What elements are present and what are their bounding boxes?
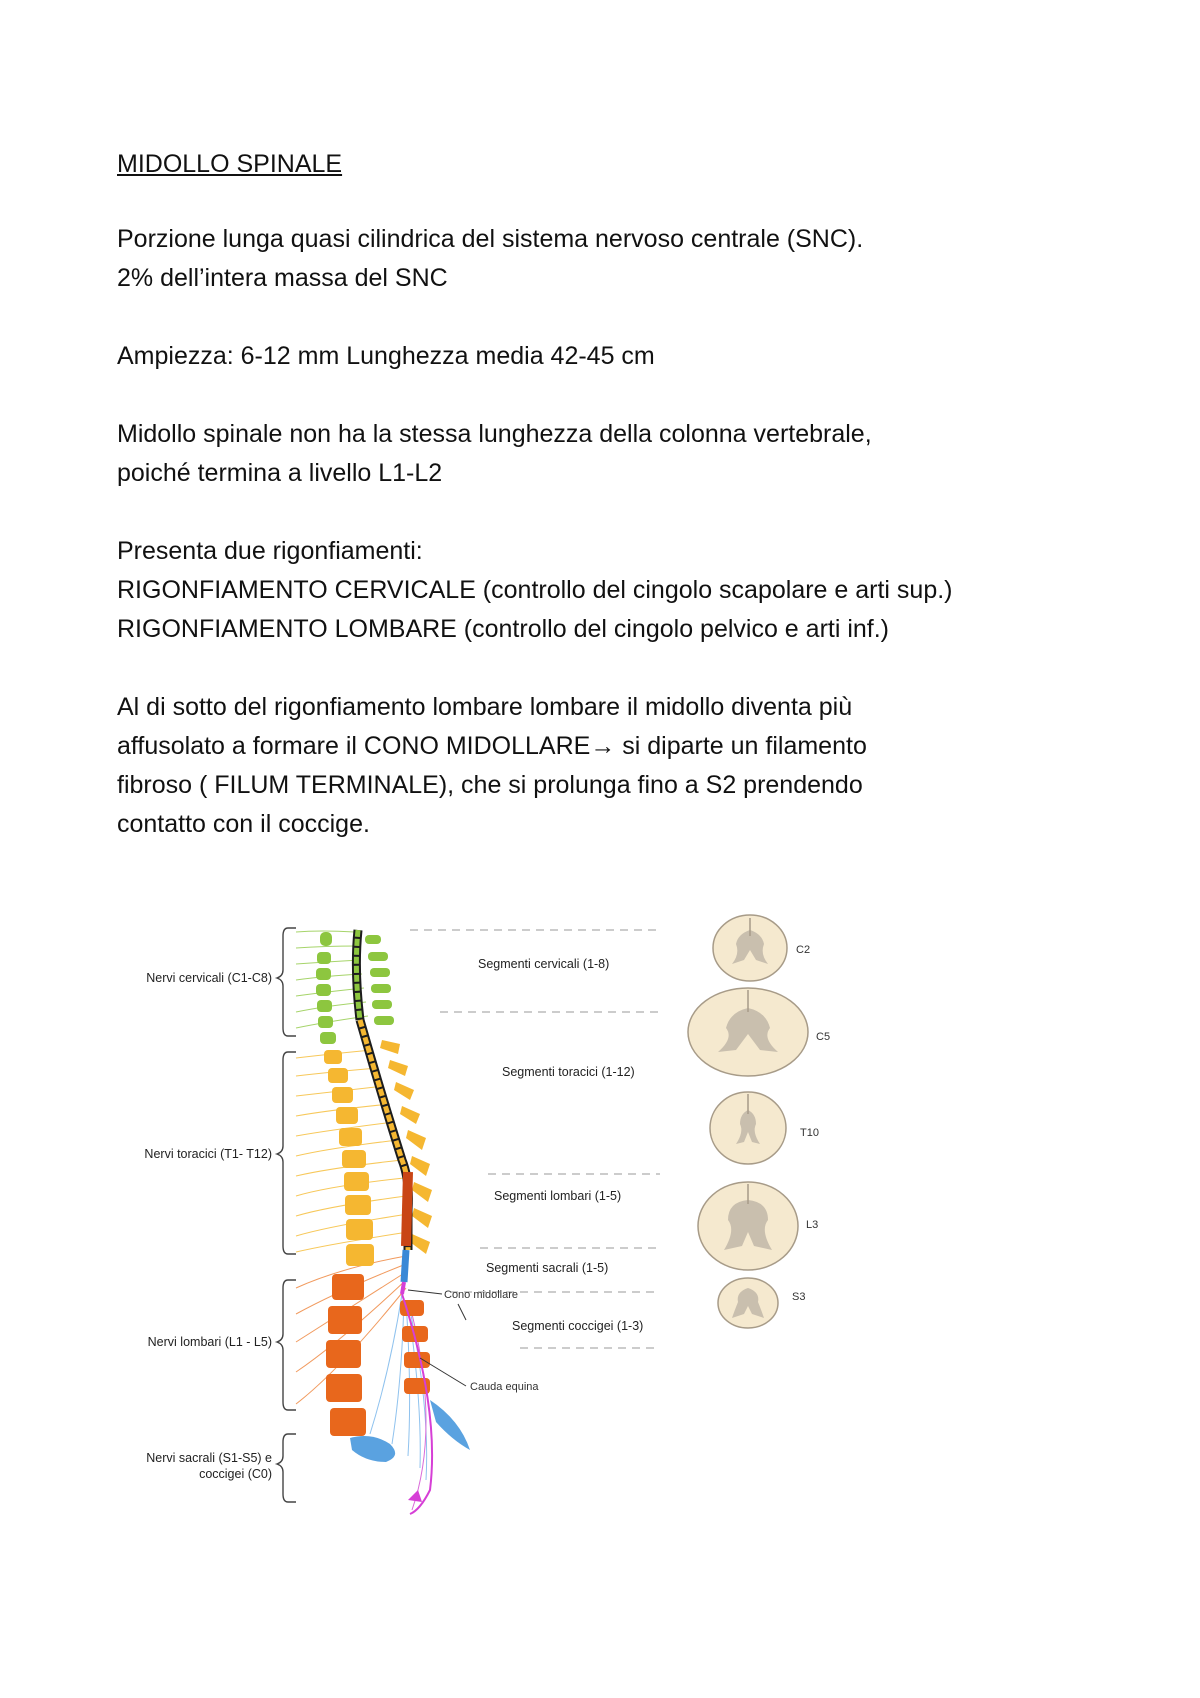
label-nervi-toracici: Nervi toracici (T1- T12) [144,1147,272,1161]
text-line: contatto con il coccige. [117,810,370,838]
leader-lines [407,1289,467,1387]
paragraph-conus: Al di sotto del rigonfiamento lombare lo… [117,688,1117,844]
text-line: Presenta due rigonfiamenti: [117,537,423,565]
paragraph-size: Ampiezza: 6-12 mm Lunghezza media 42-45 … [117,337,1117,376]
label-nervi-cervicali: Nervi cervicali (C1-C8) [146,971,272,985]
label-t10: T10 [800,1127,819,1139]
label-segmenti-cervicali: Segmenti cervicali (1-8) [478,957,609,971]
coccyx [408,1490,422,1502]
spinous-processes [365,935,470,1450]
level-lines [410,929,660,1349]
paragraph-length: Midollo spinale non ha la stessa lunghez… [117,415,1117,493]
label-nervi-coccigei: coccigei (C0) [199,1467,272,1481]
label-segmenti-coccigei: Segmenti coccigei (1-3) [512,1319,643,1333]
text-line: Ampiezza: 6-12 mm Lunghezza media 42-45 … [117,342,655,370]
label-cono-midollare: Cono midollare [444,1289,518,1301]
text-line: poiché termina a livello L1-L2 [117,459,443,487]
label-cauda-equina: Cauda equina [470,1381,539,1393]
text-line: fibroso ( FILUM TERMINALE), che si prolu… [117,771,863,799]
label-l3: L3 [806,1219,818,1231]
document-body: MIDOLLO SPINALE Porzione lunga quasi cil… [117,148,1117,883]
text-line: Porzione lunga quasi cilindrica del sist… [117,225,864,253]
label-nervi-sacrali: Nervi sacrali (S1-S5) e [146,1451,272,1465]
text-line: RIGONFIAMENTO LOMBARE (controllo del cin… [117,615,890,643]
text-line: Midollo spinale non ha la stessa lunghez… [117,420,872,448]
section-c2: C2 [712,914,810,982]
paragraph-enlargements: Presenta due rigonfiamenti: RIGONFIAMENT… [117,532,1117,649]
paragraph-intro: Porzione lunga quasi cilindrica del sist… [117,220,1117,298]
text-line: 2% dell’intera massa del SNC [117,264,448,292]
page-title: MIDOLLO SPINALE [117,150,343,178]
label-c5: C5 [816,1031,830,1043]
section-t10: T10 [709,1091,819,1165]
left-braces [274,927,296,1503]
text-line: Al di sotto del rigonfiamento lombare lo… [117,693,853,721]
text-line: RIGONFIAMENTO CERVICALE (controllo del c… [117,576,953,604]
label-segmenti-sacrali: Segmenti sacrali (1-5) [486,1261,608,1275]
label-segmenti-lombari: Segmenti lombari (1-5) [494,1189,621,1203]
text-line: affusolato a formare il CONO MIDOLLARE→ … [117,732,867,760]
cross-sections: C2 C5 T10 L3 [687,914,830,1329]
label-s3: S3 [792,1291,805,1303]
spinal-cord [351,929,413,1295]
label-segmenti-toracici: Segmenti toracici (1-12) [502,1065,635,1079]
section-c5: C5 [687,987,830,1077]
label-c2: C2 [796,944,810,956]
filum-terminale [401,1293,434,1515]
section-l3: L3 [697,1181,818,1271]
label-nervi-lombari: Nervi lombari (L1 - L5) [148,1335,272,1349]
section-s3: S3 [717,1277,805,1329]
vertebral-bodies [316,932,396,1462]
spinal-cord-diagram: Nervi cervicali (C1-C8) Nervi toracici (… [140,910,900,1560]
